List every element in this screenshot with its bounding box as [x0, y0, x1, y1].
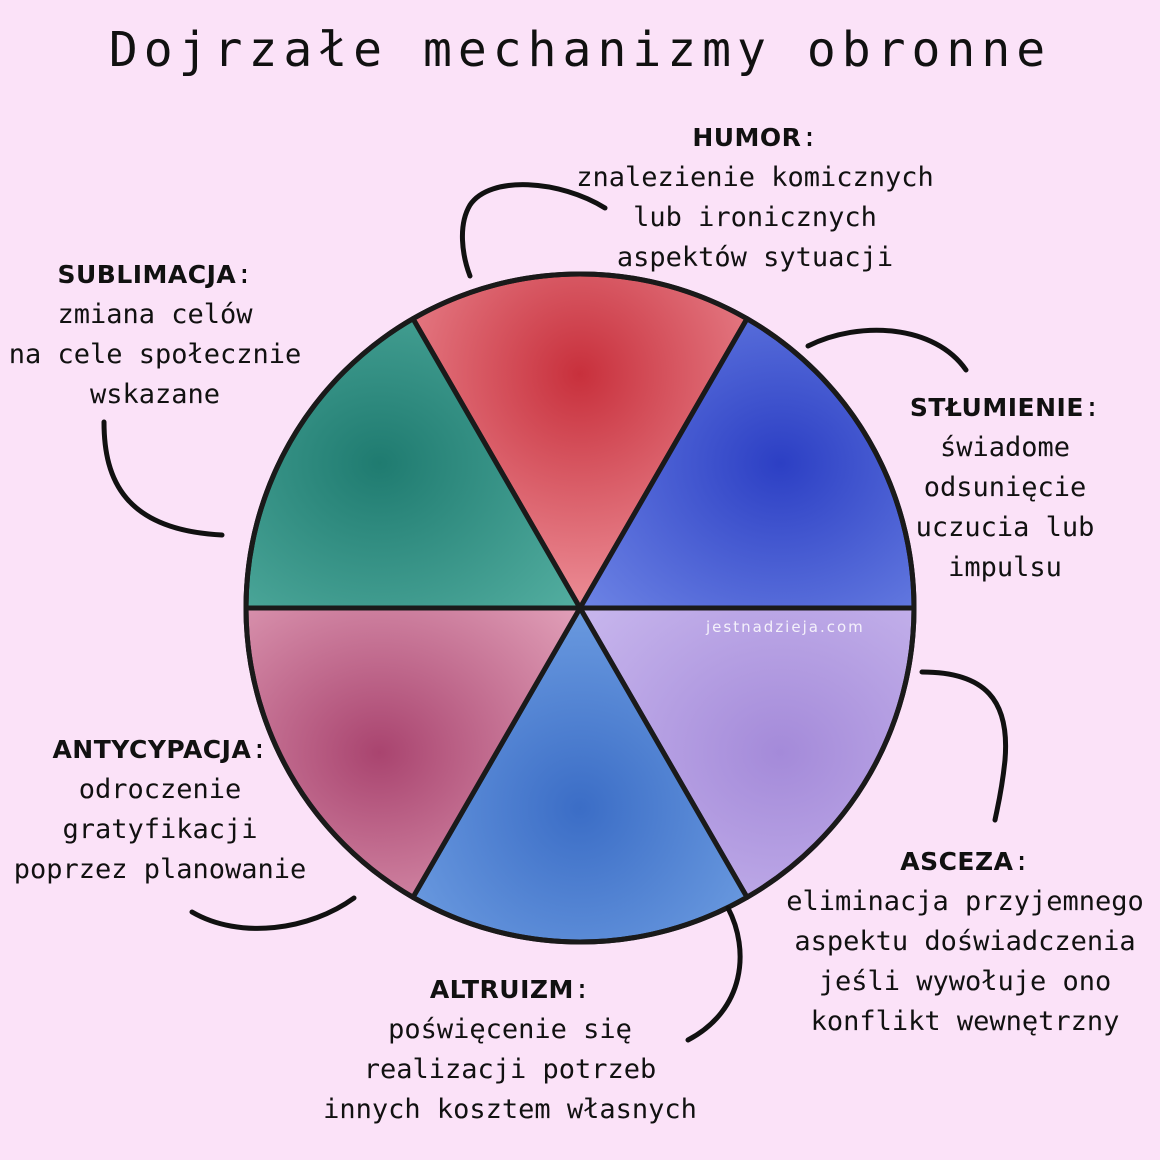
label-asceza: ASCEZA: eliminacja przyjemnego aspektu d…	[780, 842, 1150, 1042]
mechanism-name: SUBLIMACJA	[57, 260, 237, 289]
label-altruizm: ALTRUIZM: poświęcenie się realizacji pot…	[320, 970, 700, 1130]
label-stlumienie: STŁUMIENIE: świadome odsunięcie uczucia …	[880, 388, 1130, 588]
connector-altruizm	[685, 905, 743, 1043]
connector-sublimacja	[101, 419, 225, 538]
wheel-outline	[243, 271, 917, 945]
mechanism-description: znalezienie komicznych lub ironicznych a…	[576, 162, 934, 273]
mechanism-description: zmiana celów na cele społecznie wskazane	[8, 299, 302, 410]
mechanism-name: HUMOR	[692, 123, 802, 152]
connector-antycypacja	[189, 895, 357, 931]
watermark: jestnadzieja.com	[706, 618, 865, 636]
connector-asceza	[919, 669, 1009, 823]
mechanism-description: eliminacja przyjemnego aspektu doświadcz…	[786, 886, 1144, 1037]
connector-humor	[459, 182, 608, 279]
label-sublimacja: SUBLIMACJA: zmiana celów na cele społecz…	[5, 255, 305, 415]
label-antycypacja: ANTYCYPACJA: odroczenie gratyfikacji pop…	[5, 730, 315, 890]
mechanism-name: ALTRUIZM	[429, 975, 574, 1004]
connector-stlumienie	[805, 327, 969, 373]
mechanism-description: poświęcenie się realizacji potrzeb innyc…	[323, 1014, 697, 1125]
mechanism-name: STŁUMIENIE	[909, 393, 1084, 422]
page-title: Dojrzałe mechanizmy obronne	[108, 22, 1052, 78]
mechanism-description: odroczenie gratyfikacji poprzez planowan…	[13, 774, 307, 885]
mechanism-description: świadome odsunięcie uczucia lub impulsu	[915, 432, 1095, 583]
mechanism-name: ASCEZA	[900, 847, 1014, 876]
label-humor: HUMOR: znalezienie komicznych lub ironic…	[570, 118, 940, 278]
mechanism-name: ANTYCYPACJA	[52, 735, 252, 764]
